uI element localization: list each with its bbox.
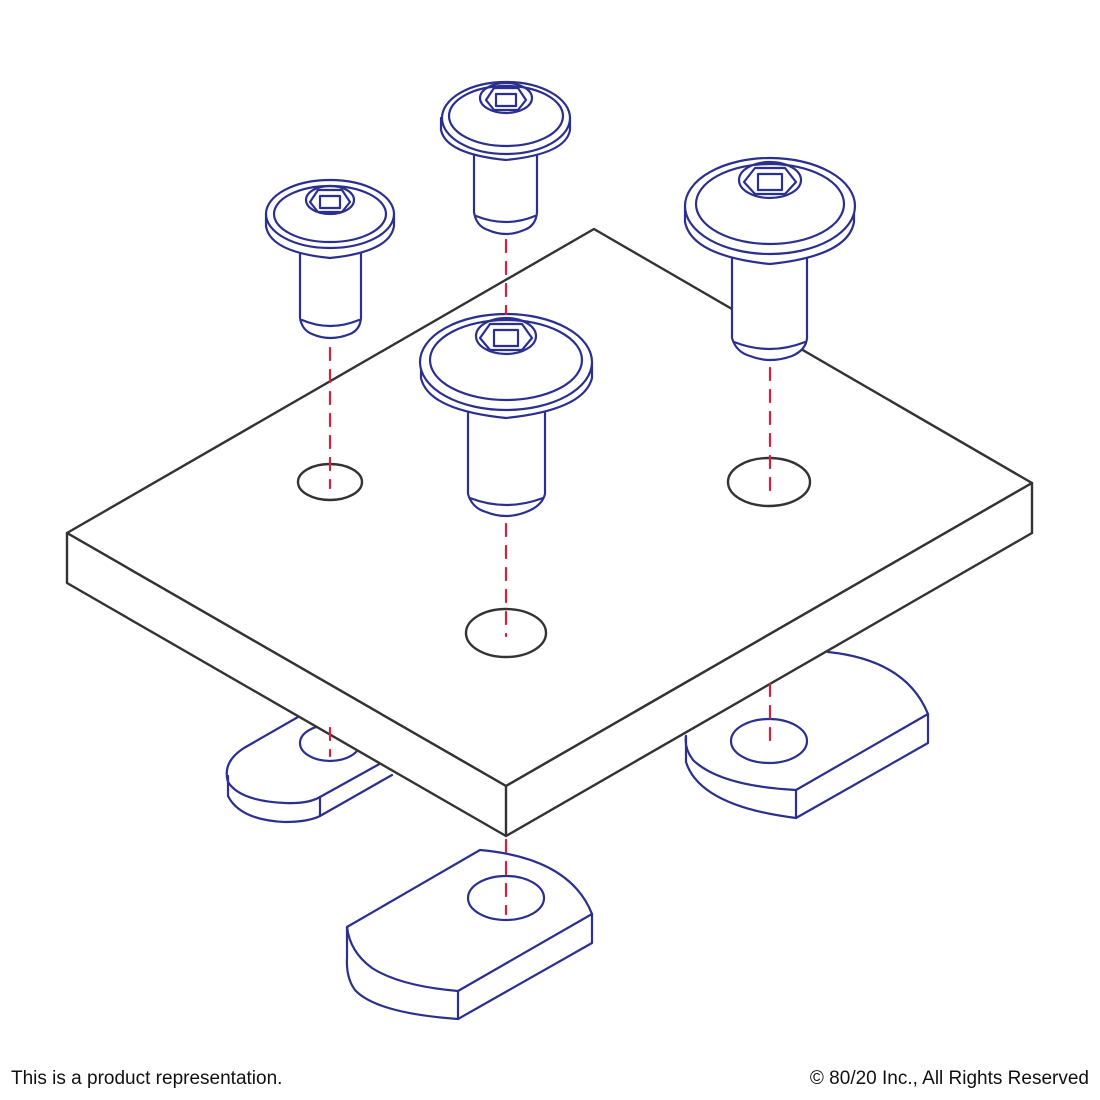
disclaimer-text: This is a product representation. <box>11 1068 283 1089</box>
plate <box>65 227 1034 838</box>
tnut-front <box>345 848 594 1021</box>
plate-hole-front <box>464 607 548 659</box>
copyright-text: © 80/20 Inc., All Rights Reserved <box>809 1068 1089 1089</box>
tnut-back-right <box>684 650 930 820</box>
screw-center <box>418 312 594 518</box>
axis-lines <box>328 238 772 916</box>
screw-top-center <box>439 80 572 236</box>
screw-right <box>683 156 857 362</box>
screw-top-left <box>264 178 396 340</box>
